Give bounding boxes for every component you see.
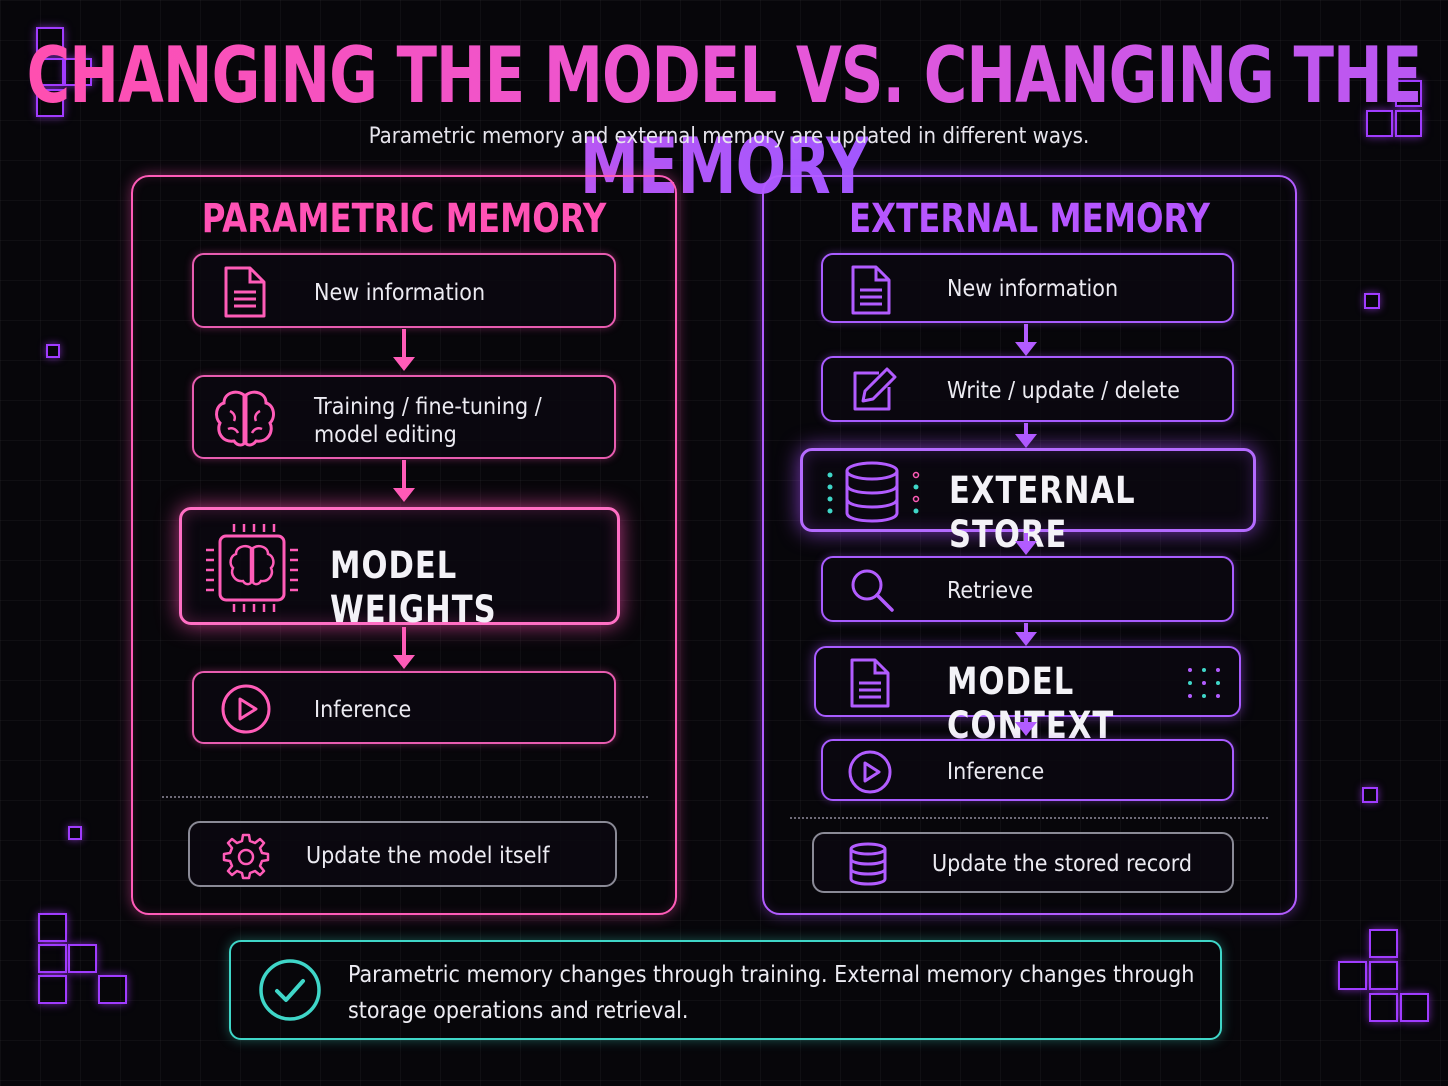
external-memory-panel (762, 175, 1297, 915)
step-label: Inference (947, 759, 1045, 785)
parametric-step-model-weights: MODEL WEIGHTS (179, 507, 620, 632)
data-dots-icon (827, 472, 833, 514)
check-circle-icon (259, 959, 321, 1021)
step-label: Retrieve (947, 578, 1034, 604)
parametric-memory-panel (131, 175, 677, 915)
document-icon (850, 658, 890, 708)
arrow-down (1015, 623, 1037, 646)
step-label: New information (314, 280, 486, 306)
search-icon (851, 569, 894, 612)
footer-label: Update the model itself (306, 843, 550, 869)
brain-icon (215, 390, 275, 447)
divider (790, 817, 1268, 819)
step-label: MODEL WEIGHTS (330, 544, 497, 632)
play-icon (221, 684, 271, 734)
external-step-inference: Inference (821, 739, 1234, 801)
external-step-write-update-delete: Write / update / delete (821, 356, 1234, 422)
arrow-down (1015, 324, 1037, 356)
external-memory-title: EXTERNAL MEMORY (849, 196, 1210, 242)
arrow-down (1015, 423, 1037, 448)
page-subtitle: Parametric memory and external memory ar… (368, 124, 1090, 149)
document-icon (851, 265, 891, 315)
step-label: Write / update / delete (947, 378, 1180, 404)
document-icon (224, 266, 266, 318)
arrow-down (393, 329, 415, 371)
summary-text: Parametric memory changes through traini… (348, 962, 1195, 1024)
external-step-external-store: EXTERNAL STORE (800, 448, 1256, 557)
page-title: CHANGING THE MODEL VS. CHANGING THE MEMO… (26, 30, 1423, 212)
data-dots-icon (912, 471, 920, 514)
footer-label: Update the stored record (932, 851, 1193, 877)
divider (162, 796, 648, 798)
play-icon (848, 750, 892, 794)
parametric-memory-title: PARAMETRIC MEMORY (201, 196, 607, 242)
step-label: New information (947, 276, 1119, 302)
arrow-down (393, 460, 415, 502)
edit-icon (853, 367, 897, 411)
external-step-model-context: MODEL CONTEXT (814, 646, 1241, 748)
arrow-down (1015, 533, 1037, 555)
step-label: EXTERNAL STORE (949, 469, 1136, 557)
external-step-retrieve: Retrieve (821, 556, 1234, 622)
parametric-step-inference: Inference (192, 671, 616, 744)
step-label: Inference (314, 697, 412, 723)
arrow-down (1015, 718, 1037, 736)
summary-box (229, 940, 1222, 1040)
step-label: Training / fine-tuning / model editing (314, 394, 542, 448)
arrow-down (393, 627, 415, 669)
data-dots-icon (1188, 668, 1220, 698)
gear-icon (222, 833, 270, 880)
parametric-step-new-information: New information (192, 253, 616, 328)
database-icon (849, 842, 887, 886)
parametric-step-training: Training / fine-tuning / model editing (192, 375, 616, 459)
external-footer: Update the stored record (812, 832, 1234, 893)
brain-chip-icon (206, 524, 298, 612)
database-icon (845, 461, 899, 523)
external-step-new-information: New information (821, 253, 1234, 323)
parametric-footer: Update the model itself (188, 821, 617, 887)
